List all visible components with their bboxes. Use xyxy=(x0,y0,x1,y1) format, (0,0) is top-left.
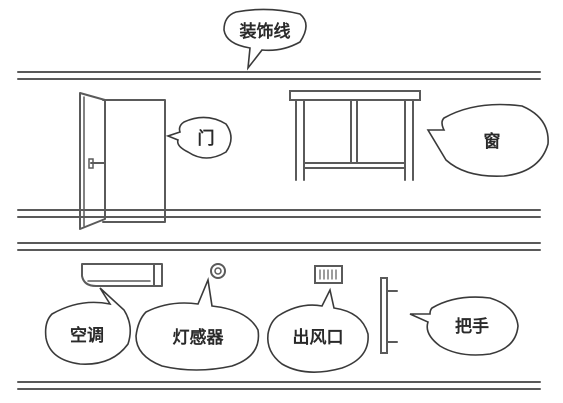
air-conditioner-illustration xyxy=(81,263,163,287)
light-sensor-illustration xyxy=(210,263,226,279)
window-label: 窗 xyxy=(484,131,501,152)
air-vent-illustration xyxy=(314,265,343,284)
handle-callout: 把手 xyxy=(409,296,519,356)
light-sensor-callout: 灯感器 xyxy=(135,277,260,371)
ac-callout: 空调 xyxy=(44,287,132,365)
door-label: 门 xyxy=(198,128,215,149)
handle-illustration xyxy=(380,277,398,354)
vent-label: 出风口 xyxy=(293,327,344,348)
door-callout: 门 xyxy=(165,116,232,159)
light-sensor-label: 灯感器 xyxy=(173,327,225,348)
vent-callout: 出风口 xyxy=(266,287,369,373)
window-illustration xyxy=(289,90,421,181)
handle-label: 把手 xyxy=(455,316,489,337)
molding-label: 装饰线 xyxy=(239,21,291,42)
ac-label: 空调 xyxy=(70,325,104,346)
door-illustration xyxy=(79,92,166,230)
molding-callout: 装饰线 xyxy=(223,8,307,71)
window-callout: 窗 xyxy=(426,103,549,177)
